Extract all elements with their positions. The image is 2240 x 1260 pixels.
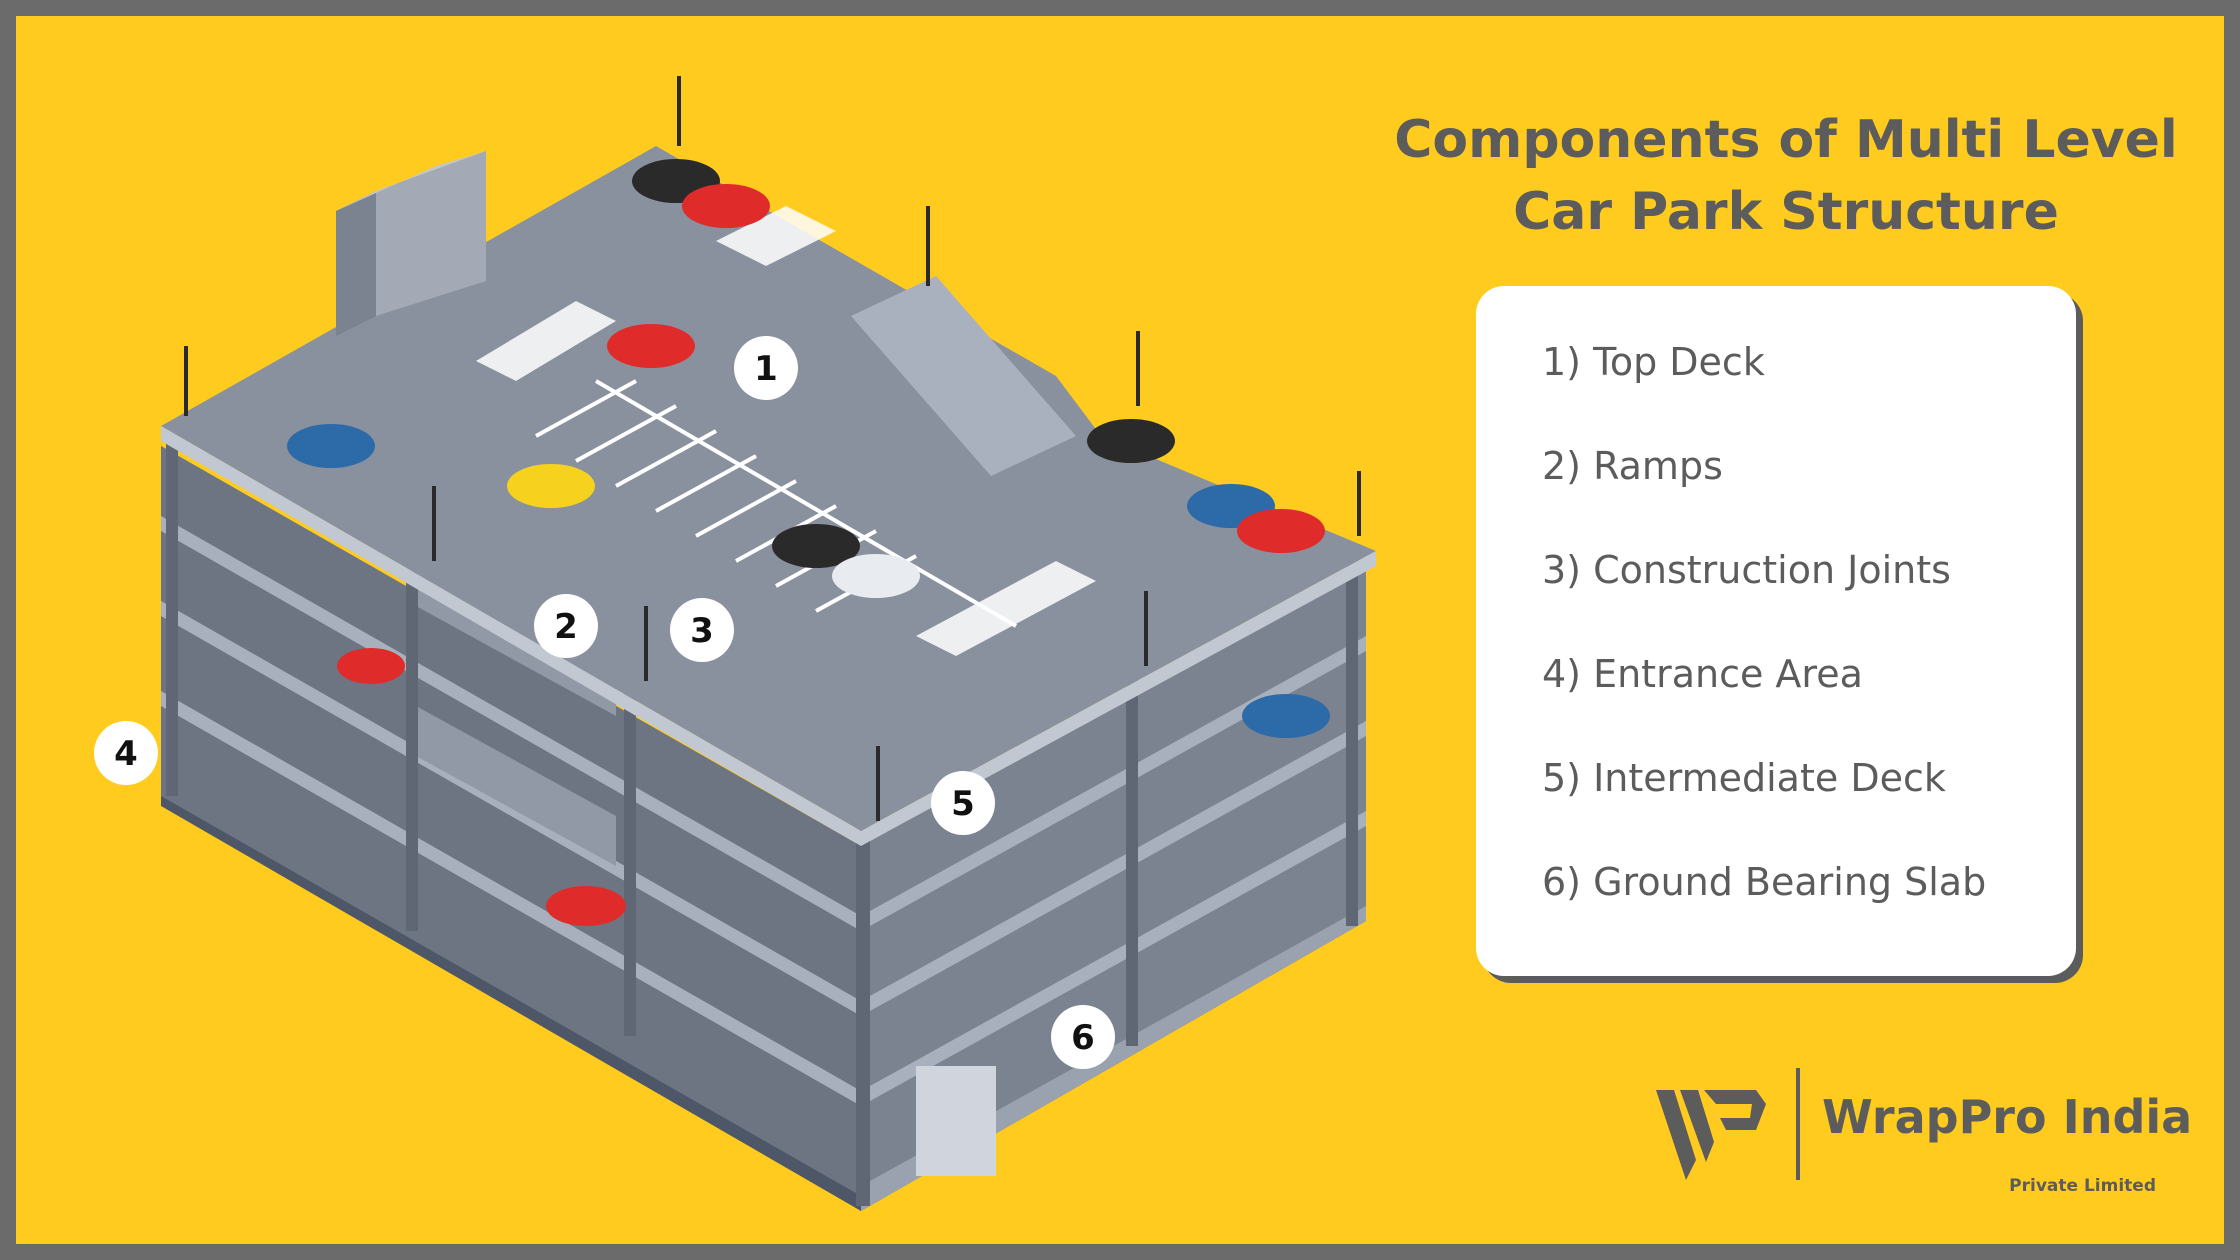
- poster-title: Components of Multi Level Car Park Struc…: [1356, 104, 2216, 248]
- wrappro-logo-icon: [1656, 1090, 1766, 1180]
- stair-tower-left: [336, 191, 376, 336]
- column: [166, 436, 178, 796]
- hatched-zone: [716, 206, 836, 266]
- brand-logo: WrapPro India Private Limited: [1656, 1068, 2192, 1198]
- legend-card: 1) Top Deck 2) Ramps 3) Construction Joi…: [1476, 286, 2076, 976]
- lamp-posts: [184, 76, 1361, 821]
- top-deck: [161, 146, 1376, 831]
- svg-text:5: 5: [951, 784, 975, 824]
- marker-4: 4: [94, 721, 158, 785]
- marker-2: 2: [534, 594, 598, 658]
- column: [856, 816, 870, 1206]
- top-ramp-opening: [851, 276, 1076, 476]
- car-red: [682, 184, 770, 228]
- car-white: [832, 554, 920, 598]
- svg-text:3: 3: [690, 611, 714, 651]
- building-left-face: [161, 446, 861, 1196]
- marker-1: 1: [734, 336, 798, 400]
- hatched-zone: [476, 301, 616, 381]
- svg-text:4: 4: [114, 734, 138, 774]
- legend-item-ramps: 2) Ramps: [1542, 444, 1723, 488]
- column: [1346, 556, 1358, 926]
- marker-5: 5: [931, 771, 995, 835]
- svg-text:6: 6: [1071, 1018, 1095, 1058]
- brand-divider: [1796, 1068, 1800, 1180]
- garage-door: [916, 1066, 996, 1176]
- car-yellow: [507, 464, 595, 508]
- legend-item-construction-joints: 3) Construction Joints: [1542, 548, 1951, 592]
- marker-6: 6: [1051, 1005, 1115, 1069]
- svg-text:2: 2: [554, 607, 578, 647]
- car-red: [607, 324, 695, 368]
- legend-item-ground-bearing-slab: 6) Ground Bearing Slab: [1542, 860, 1987, 904]
- stair-tower-front: [376, 151, 486, 316]
- column: [624, 676, 636, 1036]
- car-blue: [287, 424, 375, 468]
- title-line-2: Car Park Structure: [1513, 182, 2059, 242]
- car-black: [1087, 419, 1175, 463]
- brand-subtitle: Private Limited: [2009, 1176, 2156, 1196]
- car-red: [337, 648, 405, 684]
- car-red: [1237, 509, 1325, 553]
- cars: [287, 159, 1330, 926]
- legend-item-intermediate-deck: 5) Intermediate Deck: [1542, 756, 1946, 800]
- legend-list: 1) Top Deck 2) Ramps 3) Construction Joi…: [1476, 286, 2076, 966]
- legend-item-entrance-area: 4) Entrance Area: [1542, 652, 1863, 696]
- hatched-zone: [916, 561, 1096, 656]
- legend-item-top-deck: 1) Top Deck: [1542, 340, 1765, 384]
- poster: 1 2 3 4 5 6 Components of Multi Level Ca…: [16, 16, 2224, 1244]
- svg-text:1: 1: [754, 349, 778, 389]
- marker-3: 3: [670, 598, 734, 662]
- title-line-1: Components of Multi Level: [1394, 110, 2178, 170]
- car-red: [546, 886, 626, 926]
- ramp-lower: [416, 706, 616, 866]
- car-blue: [1242, 694, 1330, 738]
- car-black: [772, 524, 860, 568]
- brand-name: WrapPro India: [1822, 1090, 2193, 1144]
- column: [406, 571, 418, 931]
- car-park-illustration: 1 2 3 4 5 6: [94, 76, 1376, 1211]
- column: [1126, 666, 1138, 1046]
